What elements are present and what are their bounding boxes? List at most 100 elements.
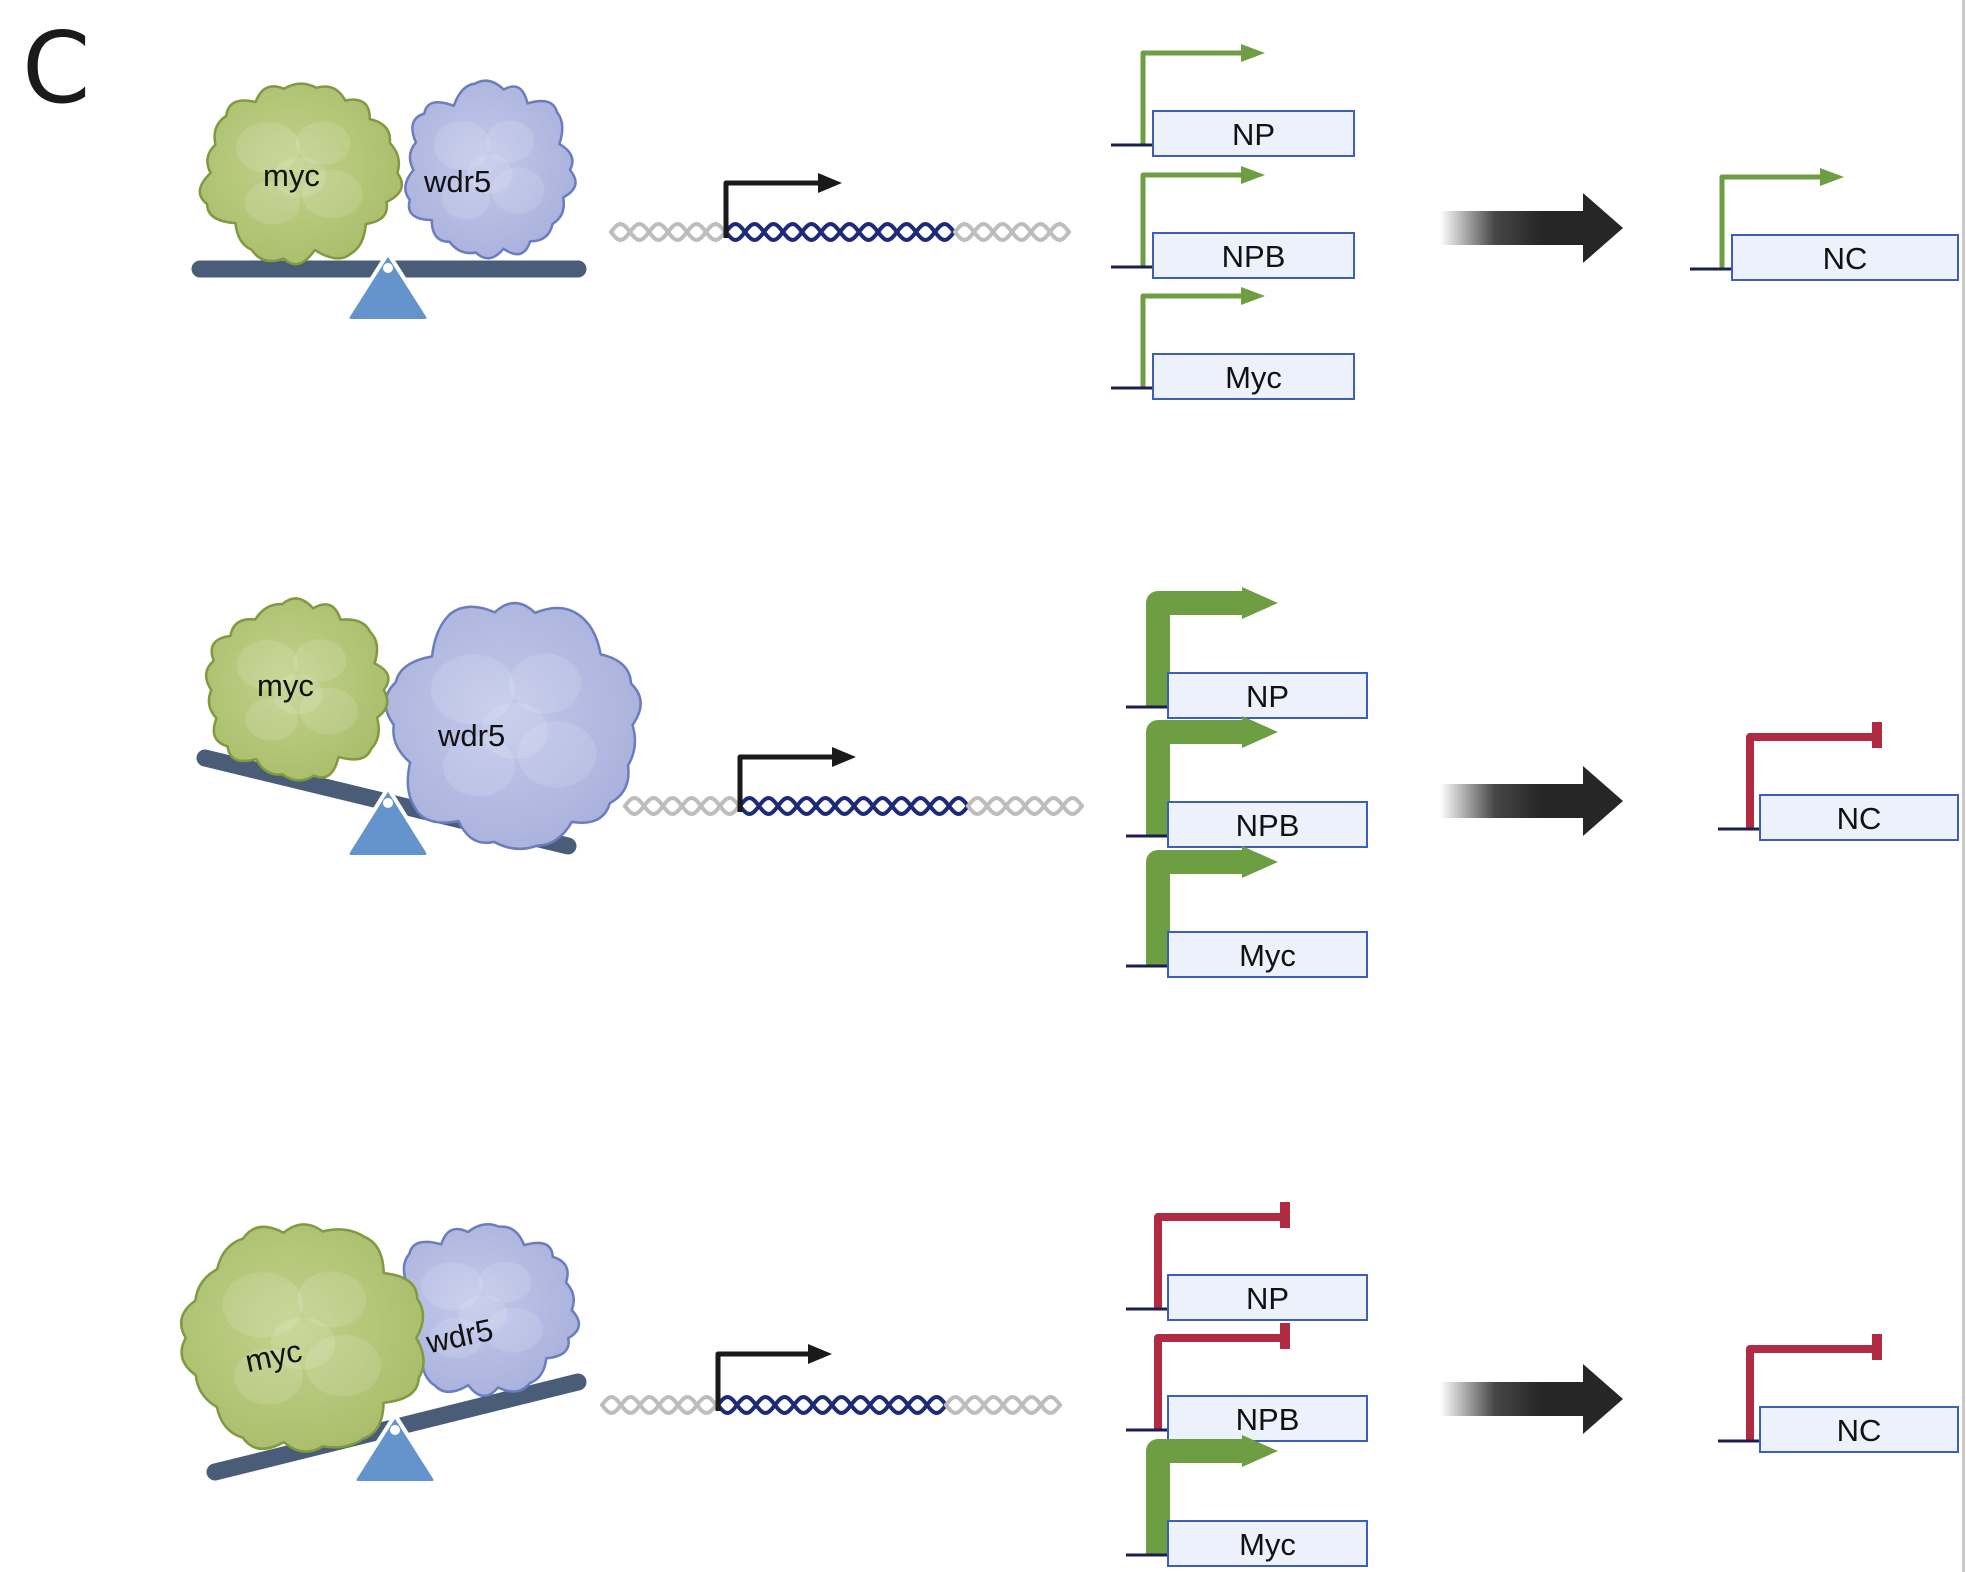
arrowhead-icon xyxy=(1242,846,1278,878)
wdr5-protein-shape xyxy=(404,79,577,260)
wdr5-protein-texture xyxy=(442,177,490,220)
wdr5-protein-texture xyxy=(458,1294,508,1334)
target-gene-myc: Myc xyxy=(1111,353,1355,400)
gene-box xyxy=(1167,931,1368,978)
target-gene-npb: NPB xyxy=(1126,801,1368,848)
regulation-nc xyxy=(1719,168,1844,269)
gene-label: Myc xyxy=(1225,360,1282,395)
outcome-arrow xyxy=(1440,1364,1623,1434)
fulcrum-pivot xyxy=(383,798,393,808)
regulation-np-line xyxy=(1146,591,1242,707)
inhibition-bar-icon xyxy=(1872,722,1882,748)
wdr5-protein-texture xyxy=(430,1317,483,1359)
transcription-start-arrow-line xyxy=(723,180,818,238)
transcription-start-arrow xyxy=(737,747,856,812)
myc-protein-texture xyxy=(299,687,358,735)
dna-target-region-strand xyxy=(716,1394,948,1416)
regulation-myc-line xyxy=(1146,850,1242,966)
myc-protein-texture xyxy=(270,1317,336,1370)
outcome-gene-nc: NC xyxy=(1718,794,1959,841)
gene-label: NC xyxy=(1837,1413,1882,1448)
myc-protein-texture xyxy=(305,1334,382,1397)
gene-box xyxy=(1759,1406,1959,1453)
wdr5-protein-texture xyxy=(517,721,597,788)
transcription-start-arrow-line xyxy=(737,754,832,812)
regulation-nc-line xyxy=(1746,733,1875,829)
myc-protein-texture xyxy=(236,639,298,690)
regulation-np xyxy=(1154,1202,1290,1309)
arrowhead-icon xyxy=(1241,166,1265,184)
regulation-npb xyxy=(1140,166,1265,267)
arrowhead-icon xyxy=(1241,44,1265,62)
regulation-npb xyxy=(1146,716,1278,836)
dna-flank-right-strand xyxy=(966,795,1084,817)
wdr5-protein-texture xyxy=(481,702,549,759)
myc-protein-shape xyxy=(198,82,404,266)
regulation-np-line xyxy=(1154,1213,1283,1309)
big-arrow-icon xyxy=(1440,1364,1623,1434)
wdr5-label: wdr5 xyxy=(437,718,505,753)
gene-label: Myc xyxy=(1239,938,1296,973)
regulation-nc xyxy=(1746,722,1882,829)
gene-label: NC xyxy=(1837,801,1882,836)
target-gene-np: NP xyxy=(1126,1274,1368,1321)
regulation-np-line xyxy=(1140,50,1241,145)
dna-flank-right xyxy=(953,221,1071,243)
big-arrow-icon xyxy=(1440,193,1623,263)
wdr5-protein-texture xyxy=(431,654,515,725)
wdr5-protein-texture xyxy=(434,121,490,170)
gene-box xyxy=(1152,110,1355,157)
dna-target-region xyxy=(724,221,956,243)
gene-box xyxy=(1167,801,1368,848)
arrowhead-icon xyxy=(808,1344,832,1364)
regulation-nc xyxy=(1746,1334,1882,1441)
gene-label: NP xyxy=(1246,679,1289,714)
gene-box xyxy=(1167,1395,1368,1442)
target-gene-npb: NPB xyxy=(1111,232,1355,279)
myc-protein-texture xyxy=(274,157,326,198)
regulation-npb-line xyxy=(1140,172,1241,267)
gene-box xyxy=(1152,353,1355,400)
arrowhead-icon xyxy=(1242,587,1278,619)
transcription-start-arrow xyxy=(715,1344,832,1411)
myc-protein-texture xyxy=(295,121,351,165)
wdr5-protein-shape xyxy=(384,601,642,851)
myc-protein-texture xyxy=(244,181,300,225)
dna-flank-right-strand xyxy=(953,221,1071,243)
seesaw-fulcrum xyxy=(352,1413,438,1485)
outcome-arrow xyxy=(1440,193,1623,263)
transcription-start-arrow xyxy=(723,173,842,238)
target-gene-npb: NPB xyxy=(1126,1395,1368,1442)
arrowhead-icon xyxy=(1820,168,1844,186)
gene-label: NC xyxy=(1823,241,1868,276)
wdr5-protein xyxy=(384,601,642,851)
myc-protein xyxy=(198,82,404,266)
big-arrow-icon xyxy=(1440,766,1623,836)
arrowhead-icon xyxy=(832,747,856,767)
seesaw-fulcrum xyxy=(345,251,431,323)
arrowhead-icon xyxy=(1241,287,1265,305)
right-border-line xyxy=(1962,0,1965,1572)
dna-target-region-strand xyxy=(738,795,970,817)
seesaw xyxy=(191,251,587,323)
wdr5-protein-texture xyxy=(491,167,545,214)
regulation-np xyxy=(1140,44,1265,145)
dna-target-region xyxy=(738,795,970,817)
regulation-myc xyxy=(1140,287,1265,388)
wdr5-protein-texture xyxy=(484,1307,543,1353)
dna-flank-right xyxy=(966,795,1084,817)
target-gene-np: NP xyxy=(1126,672,1368,719)
myc-protein-shape xyxy=(204,597,390,782)
myc-protein-texture xyxy=(234,1348,303,1405)
outcome-gene-nc: NC xyxy=(1690,234,1959,281)
dna-flank-right xyxy=(944,1394,1062,1416)
dna-target-region-strand xyxy=(724,221,956,243)
fulcrum-pivot xyxy=(390,1425,400,1435)
regulation-myc xyxy=(1146,846,1278,966)
arrowhead-icon xyxy=(1242,1435,1278,1467)
dna-flank-left-strand xyxy=(600,1394,720,1416)
gene-label: NPB xyxy=(1236,808,1300,843)
